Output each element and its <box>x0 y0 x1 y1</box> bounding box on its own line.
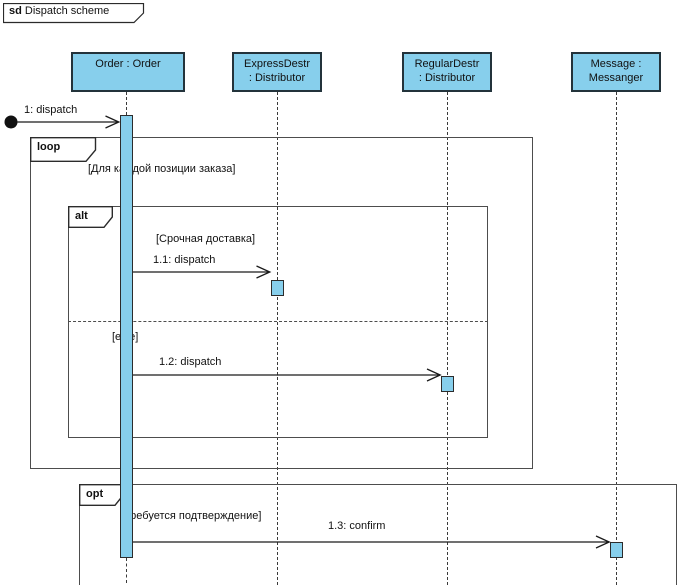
lifeline-head-regulardestr-line2: : Distributor <box>418 72 476 84</box>
fragment-opt-label[interactable]: opt <box>79 484 125 507</box>
found-message-endpoint <box>4 115 18 129</box>
lifeline-head-regulardestr[interactable]: RegularDestr : Distributor <box>402 52 492 92</box>
lifeline-head-expressdestr[interactable]: ExpressDestr : Distributor <box>232 52 322 92</box>
activation-regulardestr[interactable] <box>440 376 454 392</box>
lifeline-head-expressdestr-line2: : Distributor <box>248 72 306 84</box>
loop-guard[interactable]: [Для каждой позиции заказа] <box>86 163 238 176</box>
lifeline-head-order[interactable]: Order : Order <box>71 52 185 92</box>
lifeline-message <box>616 92 617 585</box>
diagram-title-keyword: sd <box>9 5 22 17</box>
lifeline-head-regulardestr-line1: RegularDestr <box>414 58 480 70</box>
alt-operator: alt <box>75 210 88 222</box>
diagram-title: sd Dispatch scheme <box>9 5 109 17</box>
message-label-1-2[interactable]: 1.2: dispatch <box>159 356 222 368</box>
fragment-opt-frame[interactable] <box>79 484 677 585</box>
lifeline-order-upper <box>126 92 127 115</box>
frame-label-pentagon <box>3 3 145 24</box>
lifeline-head-message[interactable]: Message : Messanger <box>571 52 661 92</box>
alt-guard-if[interactable]: [Срочная доставка] <box>154 233 258 246</box>
message-label-1[interactable]: 1: dispatch <box>24 104 78 116</box>
arrowhead-open-1 <box>105 115 121 129</box>
diagram-title-name: Dispatch scheme <box>24 5 110 17</box>
fragment-alt-label[interactable]: alt <box>68 206 114 229</box>
activation-order[interactable] <box>119 115 133 558</box>
opt-guard[interactable]: [Требуется подтверждение] <box>119 510 264 523</box>
fragment-alt-frame[interactable] <box>68 206 488 438</box>
lifeline-head-message-line1: Message : <box>590 58 642 70</box>
lifeline-head-order-line1: Order : Order <box>95 58 161 70</box>
lifeline-order-lower <box>126 558 127 583</box>
message-label-1-3[interactable]: 1.3: confirm <box>328 520 386 532</box>
alt-divider <box>68 321 488 322</box>
diagram-frame-label <box>3 3 145 24</box>
opt-operator: opt <box>86 488 104 500</box>
fragment-loop-label[interactable]: loop <box>30 137 98 163</box>
activation-expressdestr[interactable] <box>270 280 284 296</box>
lifeline-head-message-line2: Messanger <box>588 72 644 84</box>
lifeline-head-expressdestr-line1: ExpressDestr <box>243 58 311 70</box>
fragment-loop-frame[interactable] <box>30 137 533 469</box>
activation-message[interactable] <box>609 542 623 558</box>
loop-operator: loop <box>37 141 61 153</box>
lifeline-regulardestr <box>447 92 448 585</box>
message-label-1-1[interactable]: 1.1: dispatch <box>153 254 216 266</box>
lifeline-expressdestr <box>277 92 278 585</box>
